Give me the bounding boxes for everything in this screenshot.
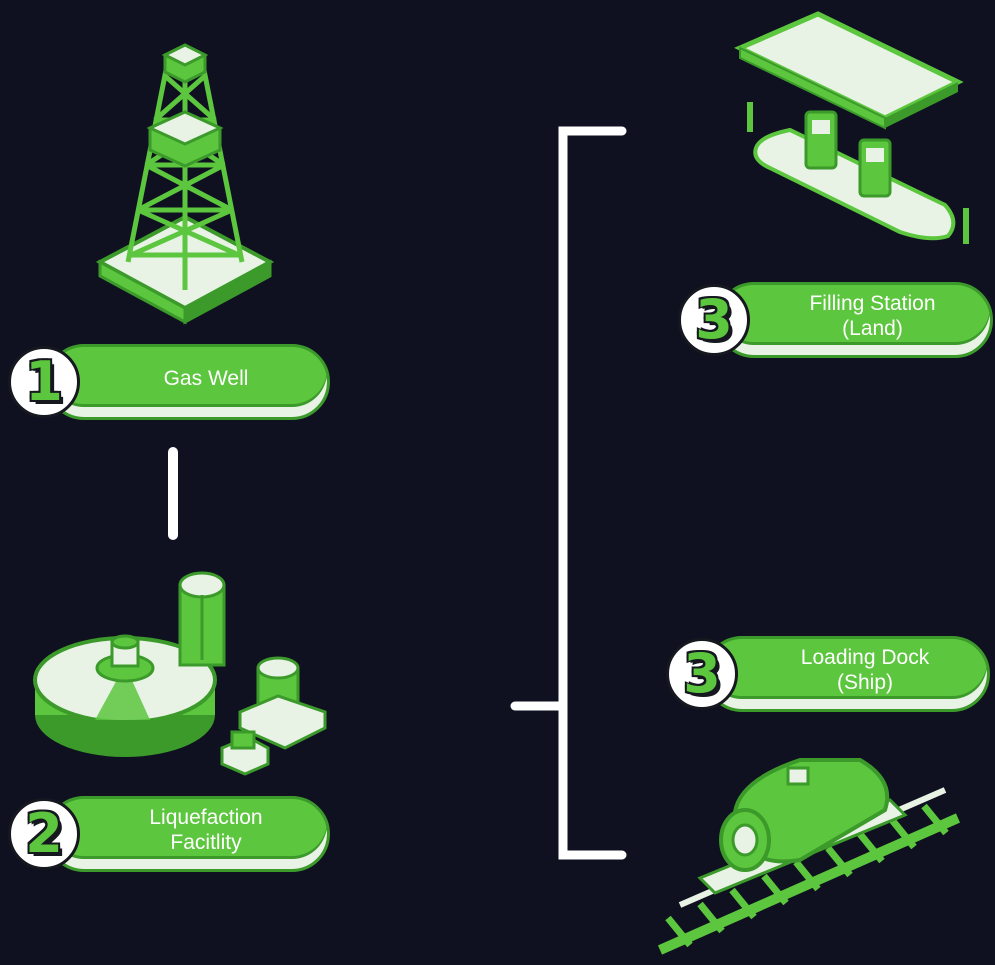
step-label-pill: Gas Well xyxy=(46,344,330,420)
step-label-pill: Filling Station (Land) xyxy=(716,282,993,358)
step-label-text: Filling Station (Land) xyxy=(809,292,936,340)
step-label-text: Gas Well xyxy=(163,366,249,390)
step-label-pill: Loading Dock (Ship) xyxy=(704,636,990,712)
step-loading-dock: Loading Dock (Ship) 3 xyxy=(666,636,990,712)
step-number: 3 xyxy=(683,642,721,705)
step-label-pill: Liquefaction Facitlity xyxy=(46,796,330,872)
step-number: 1 xyxy=(25,350,63,413)
distribution-bracket xyxy=(510,126,627,860)
step-filling-station: Filling Station (Land) 3 xyxy=(678,282,993,358)
rail-tank-car-icon xyxy=(657,758,961,955)
step-number-badge: 3 xyxy=(666,638,738,710)
step-label-text: Liquefaction Facitlity xyxy=(149,806,263,854)
filling-station-icon xyxy=(734,11,969,244)
liquefaction-plant-icon xyxy=(33,571,327,776)
step-number-badge: 2 xyxy=(8,798,80,870)
step-number: 2 xyxy=(25,802,63,865)
step-gas-well: Gas Well 1 xyxy=(8,344,330,420)
step-number-badge: 3 xyxy=(678,284,750,356)
step-label-text: Loading Dock (Ship) xyxy=(800,646,930,694)
step-number-badge: 1 xyxy=(8,346,80,418)
step-liquefaction: Liquefaction Facitlity 2 xyxy=(8,796,330,872)
gas-well-derrick-icon xyxy=(95,43,275,325)
step-number: 3 xyxy=(695,288,733,351)
